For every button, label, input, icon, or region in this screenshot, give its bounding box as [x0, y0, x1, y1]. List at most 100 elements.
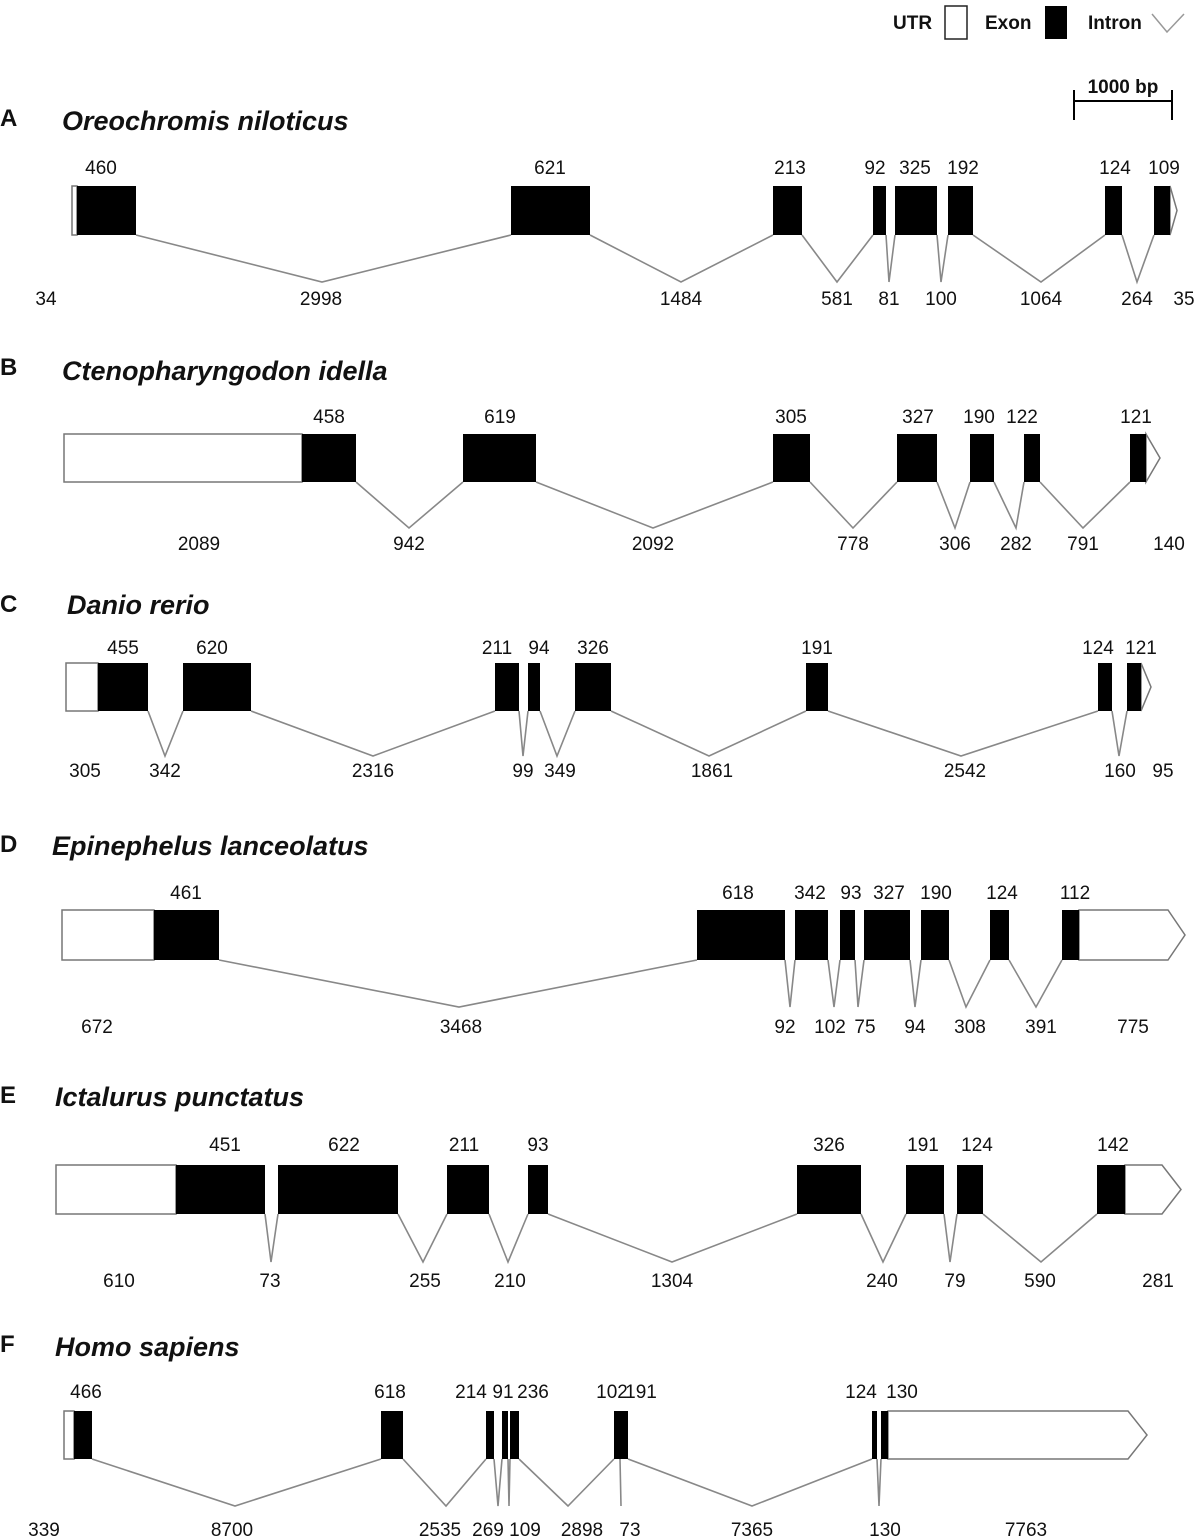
exon-length-label: 121 [1125, 638, 1157, 659]
intron-line [784, 959, 796, 1008]
legend: UTR Exon Intron [893, 5, 1185, 40]
intron-length-label: 269 [472, 1520, 504, 1540]
intron-line [1008, 959, 1063, 1009]
legend-utr-label: UTR [893, 13, 932, 34]
exon-box [797, 1165, 861, 1214]
intron-line [909, 959, 922, 1008]
intron-length-label: 73 [619, 1520, 640, 1540]
exon-box [897, 434, 937, 482]
utr5-box [63, 433, 303, 483]
exon-length-label: 327 [873, 883, 905, 904]
intron-line [627, 1458, 873, 1507]
exon-box [486, 1411, 494, 1459]
exon-length-label: 124 [1099, 158, 1131, 179]
intron-length-label: 1064 [1020, 289, 1063, 310]
utr3-length-label: 140 [1153, 534, 1185, 555]
intron-line [402, 1458, 487, 1508]
exon-box [895, 186, 937, 235]
scale-bar: 1000 bp [1073, 77, 1173, 120]
utr5-length-label: 339 [28, 1520, 60, 1540]
intron-length-label: 581 [821, 289, 853, 310]
intron-length-label: 94 [904, 1017, 926, 1038]
legend-intron-label: Intron [1088, 13, 1142, 34]
legend-exon-swatch [1045, 6, 1067, 39]
intron-line [535, 481, 774, 529]
exon-length-label: 190 [963, 407, 995, 428]
legend-utr-swatch [944, 5, 968, 40]
exon-box [1154, 186, 1170, 235]
intron-length-label: 791 [1067, 534, 1099, 555]
exon-box [864, 910, 910, 960]
utr5-length-label: 34 [35, 289, 57, 310]
intron-length-label: 308 [954, 1017, 986, 1038]
intron-line [854, 959, 865, 1008]
intron-line [948, 959, 991, 1010]
intron-line [397, 1213, 448, 1264]
intron-length-label: 391 [1025, 1017, 1057, 1038]
exon-length-label: 621 [534, 158, 566, 179]
intron-length-label: 2316 [352, 761, 394, 782]
intron-length-label: 2535 [419, 1520, 461, 1540]
utr3-length-label: 7763 [1005, 1520, 1047, 1540]
exon-box [1098, 663, 1112, 711]
exon-box [840, 910, 855, 960]
intron-line [936, 481, 971, 531]
exon-box [511, 186, 590, 235]
panel-letter: D [0, 831, 17, 858]
utr5-box [63, 1410, 75, 1460]
utr3-arrow [887, 1410, 1148, 1460]
exon-box [463, 434, 536, 482]
species-name: Ictalurus punctatus [55, 1082, 304, 1112]
exon-box [773, 186, 802, 235]
exon-box [154, 910, 219, 960]
exon-length-label: 211 [482, 638, 512, 659]
utr3-arrow [1078, 909, 1186, 961]
intron-length-label: 75 [854, 1017, 875, 1038]
intron-length-label: 100 [925, 289, 957, 310]
intron-line [547, 1213, 798, 1263]
exon-length-label: 102 [596, 1382, 628, 1403]
exon-length-label: 191 [801, 638, 833, 659]
exon-length-label: 130 [886, 1382, 918, 1403]
intron-line [218, 959, 698, 1008]
intron-length-label: 7365 [731, 1520, 773, 1540]
exon-box [302, 434, 356, 482]
panel-letter: C [0, 591, 17, 618]
intron-length-label: 102 [814, 1017, 846, 1038]
legend-intron-swatch [1151, 13, 1185, 34]
intron-length-label: 73 [259, 1271, 280, 1292]
exon-length-label: 92 [864, 158, 885, 179]
species-name: Oreochromis niloticus [62, 106, 349, 136]
intron-length-label: 210 [494, 1271, 526, 1292]
utr5-length-label: 672 [81, 1017, 113, 1038]
exon-box [183, 663, 251, 711]
intron-line [488, 1213, 529, 1265]
intron-length-label: 349 [544, 761, 576, 782]
panel-letter: A [0, 105, 17, 132]
intron-length-label: 2542 [944, 761, 986, 782]
utr3-length-label: 775 [1117, 1017, 1149, 1038]
intron-line [539, 710, 576, 759]
utr5-length-label: 2089 [178, 534, 220, 555]
utr5-box [55, 1164, 177, 1215]
exon-length-label: 622 [328, 1135, 360, 1156]
utr5-box [65, 662, 99, 712]
exon-length-label: 124 [961, 1135, 993, 1156]
exon-length-label: 618 [722, 883, 754, 904]
exon-length-label: 109 [1148, 158, 1180, 179]
intron-line [809, 481, 898, 530]
intron-line [827, 959, 841, 1008]
intron-line [507, 1458, 511, 1507]
exon-length-label: 91 [492, 1382, 513, 1403]
intron-line [827, 710, 1099, 757]
exon-length-label: 211 [449, 1135, 479, 1156]
exon-box [1062, 910, 1079, 960]
exon-box [1127, 663, 1141, 711]
exon-length-label: 326 [577, 638, 609, 659]
exon-box [528, 1165, 548, 1214]
intron-line [1039, 481, 1131, 530]
intron-line [1121, 234, 1155, 285]
panel-letter: F [0, 1331, 15, 1358]
